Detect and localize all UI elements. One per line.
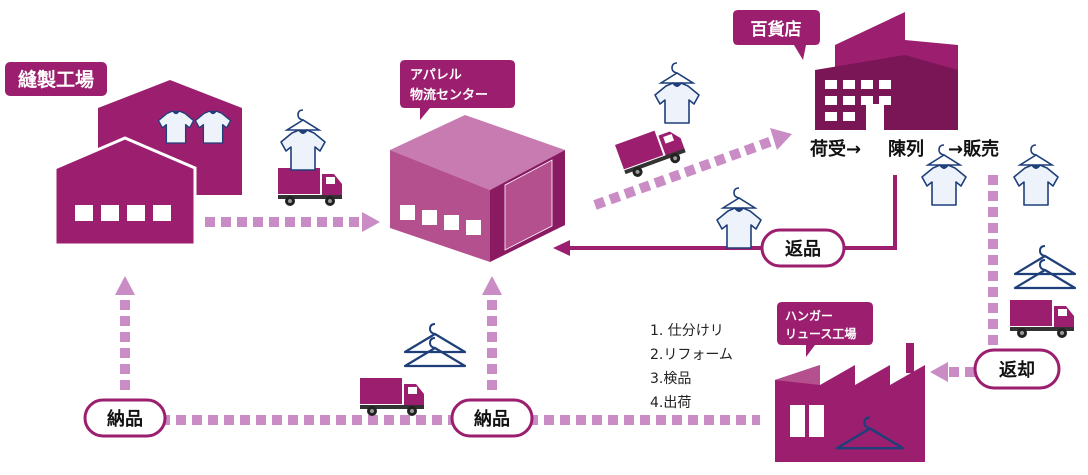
flow-lines bbox=[115, 128, 998, 425]
shirt-icon bbox=[655, 63, 699, 123]
returns-badge: 返品 bbox=[760, 228, 846, 268]
delivery-badge-left: 納品 bbox=[83, 398, 167, 438]
hanger-factory-label: ハンガー リュース工場 bbox=[777, 302, 873, 357]
svg-text:物流センター: 物流センター bbox=[410, 87, 488, 103]
shirt-icon bbox=[717, 188, 761, 248]
sewing-factory-label: 縫製工場 bbox=[5, 62, 107, 96]
svg-text:ハンガー: ハンガー bbox=[785, 308, 833, 323]
store-flow: 荷受→ 陳列 →販売 bbox=[810, 138, 999, 160]
apparel-center-label: アパレル 物流センター bbox=[400, 60, 515, 120]
svg-text:納品: 納品 bbox=[107, 408, 143, 430]
delivery-badge-center: 納品 bbox=[450, 398, 534, 438]
truck-icon bbox=[278, 168, 342, 206]
svg-text:返却: 返却 bbox=[999, 360, 1035, 381]
department-store-label: 百貨店 bbox=[733, 10, 820, 60]
svg-text:百貨店: 百貨店 bbox=[751, 19, 802, 40]
svg-text:縫製工場: 縫製工場 bbox=[18, 68, 94, 91]
return-back-badge: 返却 bbox=[973, 348, 1061, 390]
store-flow-sell: →販売 bbox=[948, 138, 999, 160]
store-flow-receive: 荷受→ bbox=[810, 138, 861, 160]
shirt-icon bbox=[281, 110, 325, 170]
truck-icon bbox=[360, 378, 424, 416]
truck-icon bbox=[1010, 300, 1074, 338]
department-store bbox=[815, 12, 958, 130]
reuse-step: 4.出荷 bbox=[650, 395, 691, 411]
hanger-reuse-factory bbox=[775, 343, 925, 462]
svg-text:納品: 納品 bbox=[474, 408, 510, 430]
reuse-step: 3.検品 bbox=[650, 371, 691, 387]
sewing-factory bbox=[53, 80, 242, 247]
return-line bbox=[553, 175, 897, 256]
reuse-step: 1. 仕分けリ bbox=[650, 323, 724, 339]
reuse-step: 2.リフォーム bbox=[650, 347, 733, 363]
reuse-steps-list: 1. 仕分けリ 2.リフォーム 3.検品 4.出荷 bbox=[650, 323, 733, 411]
apparel-logistics-center bbox=[390, 115, 565, 262]
svg-text:アパレル: アパレル bbox=[410, 68, 462, 83]
svg-text:返品: 返品 bbox=[785, 239, 821, 260]
store-flow-display: 陳列 bbox=[888, 138, 924, 160]
shirt-icon bbox=[1014, 145, 1058, 205]
svg-text:リュース工場: リュース工場 bbox=[785, 326, 856, 341]
